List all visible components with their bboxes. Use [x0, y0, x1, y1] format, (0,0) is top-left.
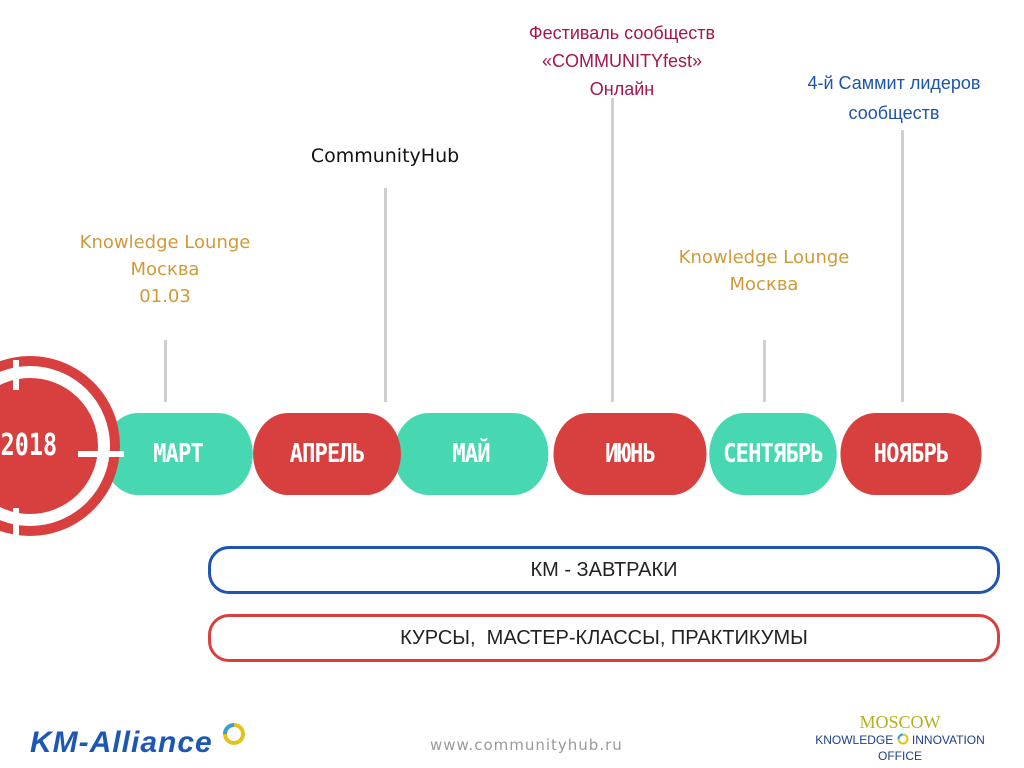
- bar-courses-label: КУРСЫ, МАСТЕР-КЛАССЫ, ПРАКТИКУМЫ: [400, 626, 808, 649]
- moscow-kio-logo-line2: KNOWLEDGE: [815, 733, 894, 747]
- connector-september: [763, 340, 766, 402]
- year-tick-bottom: [13, 508, 19, 538]
- event-june-format: Онлайн: [589, 79, 655, 99]
- month-pill-march: МАРТ: [103, 413, 253, 495]
- month-label-september: СЕНТЯБРЬ: [723, 439, 824, 469]
- month-pill-november: НОЯБРЬ: [840, 413, 982, 495]
- event-march: Knowledge Lounge Москва 01.03: [50, 229, 280, 310]
- moscow-kio-logo-line1: MOSCOW: [859, 712, 941, 732]
- connector-march: [164, 340, 167, 402]
- moscow-kio-logo-line3: INNOVATION: [911, 733, 985, 747]
- event-april-title: CommunityHub: [310, 145, 460, 167]
- month-label-may: МАЙ: [452, 439, 490, 469]
- ring-icon: [223, 723, 245, 745]
- event-november-title: 4-й Саммит лидеров: [807, 73, 981, 93]
- km-alliance-logo-text: KM-Alliance: [30, 726, 213, 759]
- event-september-city: Москва: [729, 274, 799, 295]
- month-pill-june: ИЮНЬ: [553, 413, 707, 495]
- moscow-kio-logo-line4: OFFICE: [878, 749, 922, 763]
- event-march-date: 01.03: [139, 286, 191, 307]
- website-link[interactable]: www.communityhub.ru: [430, 736, 623, 754]
- year-tick-right: [78, 451, 124, 457]
- km-alliance-logo: KM-Alliance: [30, 723, 245, 760]
- connector-june: [611, 98, 614, 402]
- connector-april: [384, 188, 387, 402]
- month-label-june: ИЮНЬ: [605, 439, 656, 469]
- bar-km-breakfasts-label: КМ - ЗАВТРАКИ: [530, 558, 678, 581]
- event-september: Knowledge Lounge Москва: [648, 244, 880, 298]
- month-pill-april: АПРЕЛЬ: [253, 413, 401, 495]
- event-june-title: Фестиваль сообществ: [528, 23, 716, 43]
- event-september-title: Knowledge Lounge: [678, 247, 850, 268]
- month-pill-may: МАЙ: [393, 413, 549, 495]
- moscow-kio-logo: MOSCOW KNOWLEDGE INNOVATION OFFICE: [808, 712, 992, 764]
- event-june-name: «COMMUNITYfest»: [541, 51, 703, 71]
- event-march-title: Knowledge Lounge: [79, 232, 251, 253]
- year-tick-top: [13, 360, 19, 390]
- event-april: CommunityHub: [280, 143, 490, 170]
- event-june: Фестиваль сообществ «COMMUNITYfest» Онла…: [490, 19, 754, 103]
- event-november-sub: сообществ: [848, 103, 940, 123]
- month-label-april: АПРЕЛЬ: [289, 439, 366, 469]
- bar-km-breakfasts: КМ - ЗАВТРАКИ: [208, 546, 1000, 594]
- connector-november: [901, 130, 904, 402]
- bar-courses: КУРСЫ, МАСТЕР-КЛАССЫ, ПРАКТИКУМЫ: [208, 614, 1000, 662]
- event-november: 4-й Саммит лидеров сообществ: [772, 68, 1016, 128]
- month-pill-september: СЕНТЯБРЬ: [709, 413, 837, 495]
- event-march-city: Москва: [130, 259, 200, 280]
- ring-icon: [897, 733, 909, 745]
- month-label-november: НОЯБРЬ: [873, 439, 950, 469]
- month-label-march: МАРТ: [153, 439, 204, 469]
- year-label: 2018: [0, 428, 58, 463]
